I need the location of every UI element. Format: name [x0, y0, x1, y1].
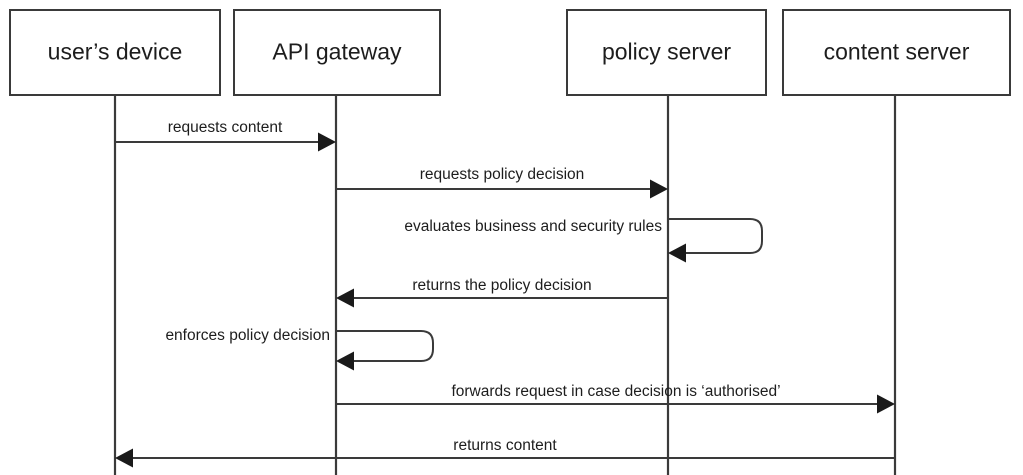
msg-returns-content	[115, 448, 895, 468]
msg-returns-policy-decision	[336, 288, 668, 308]
participant-user-device: user’s device	[9, 9, 221, 96]
msg-enforces-policy-decision-loop	[336, 330, 434, 362]
participant-label-policy-server: policy server	[602, 39, 731, 65]
msg-returns-content-arrowhead	[115, 448, 133, 468]
msg-returns-content-label: returns content	[453, 437, 557, 454]
msg-evaluates-rules	[668, 218, 763, 263]
msg-requests-policy-decision	[336, 179, 668, 199]
msg-requests-policy-decision-label: requests policy decision	[420, 166, 585, 183]
msg-forwards-request-arrowhead	[877, 394, 895, 414]
msg-forwards-request-label: forwards request in case decision is ‘au…	[451, 383, 780, 400]
msg-evaluates-rules-loop	[668, 218, 763, 254]
msg-evaluates-rules-arrowhead	[668, 243, 686, 263]
participant-box-policy-server	[566, 9, 767, 96]
msg-requests-content-label: requests content	[168, 119, 283, 136]
participant-label-user-device: user’s device	[48, 39, 183, 65]
msg-returns-policy-decision-arrowhead	[336, 288, 354, 308]
msg-forwards-request	[336, 394, 895, 414]
participant-content-server: content server	[782, 9, 1011, 96]
lifelines-group	[113, 95, 897, 475]
msg-enforces-policy-decision-arrowhead	[336, 351, 354, 371]
msg-requests-content	[115, 132, 336, 152]
participant-label-content-server: content server	[824, 39, 970, 65]
participant-api-gateway: API gateway	[233, 9, 441, 96]
msg-enforces-policy-decision	[336, 330, 434, 371]
participant-label-api-gateway: API gateway	[272, 39, 402, 65]
msg-enforces-policy-decision-label: enforces policy decision	[165, 327, 330, 344]
participants-group: user’s device API gateway policy server con…	[9, 9, 1011, 96]
msg-evaluates-rules-label: evaluates business and security rules	[404, 218, 662, 235]
msg-requests-content-arrowhead	[318, 132, 336, 152]
message-labels-group: requests content requests policy decision…	[165, 119, 780, 454]
participant-box-user-device	[9, 9, 221, 96]
msg-returns-policy-decision-label: returns the policy decision	[412, 277, 591, 294]
participant-box-api-gateway	[233, 9, 441, 96]
participant-policy-server: policy server	[566, 9, 767, 96]
participant-box-content-server	[782, 9, 1011, 96]
messages-group	[115, 132, 895, 468]
msg-requests-policy-decision-arrowhead	[650, 179, 668, 199]
